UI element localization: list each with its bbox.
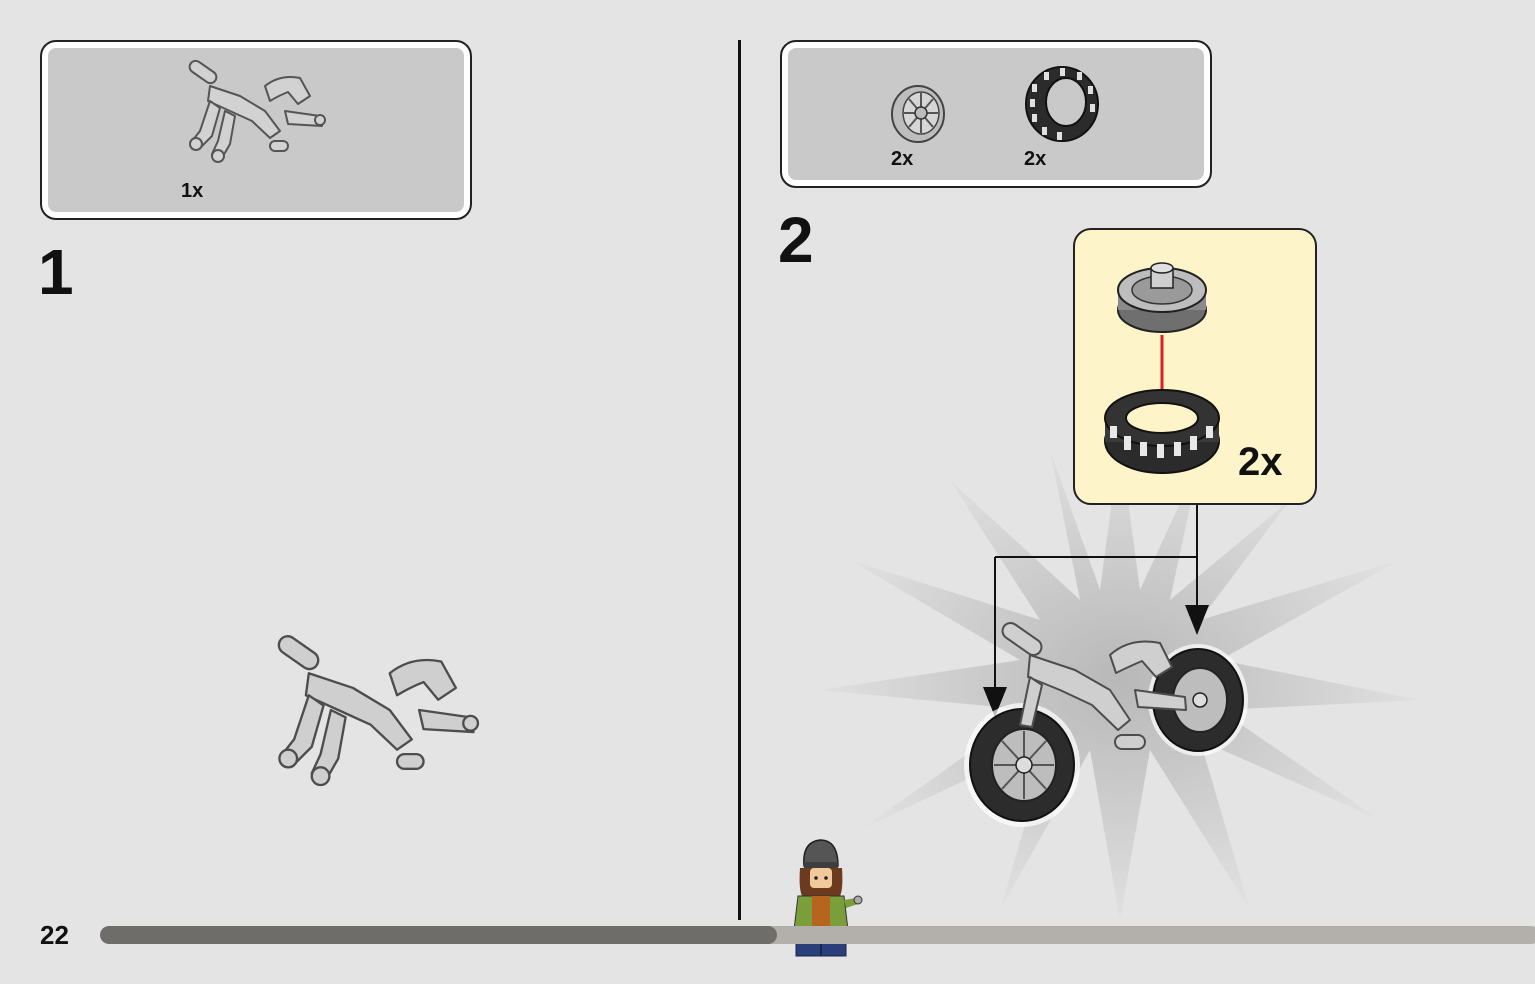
frame-part-qty: 1x [181,180,204,202]
page-divider [738,40,741,920]
progress-bar [100,926,1535,944]
tire-qty: 2x [1024,148,1047,170]
step2-number: 2 [778,204,814,276]
subassembly-tire-image [1104,389,1220,474]
tire-icon [1025,66,1099,142]
subassembly-rim-image [1117,262,1207,333]
wheel-rim-qty: 2x [891,148,914,170]
frame-assembly-image [277,635,480,787]
starburst-highlight [820,440,1420,920]
wheel-rim-icon [891,85,945,143]
page-number: 22 [40,920,69,950]
frame-part-icon [188,59,326,163]
progress-bar-fill [100,926,777,944]
step2-parts-box [780,40,1212,188]
subassembly-qty: 2x [1238,440,1283,484]
step1-parts-box [40,40,472,220]
motorbike-assembly-image [964,621,1248,827]
step1-number: 1 [38,236,74,308]
assembly-arrows [983,505,1209,717]
